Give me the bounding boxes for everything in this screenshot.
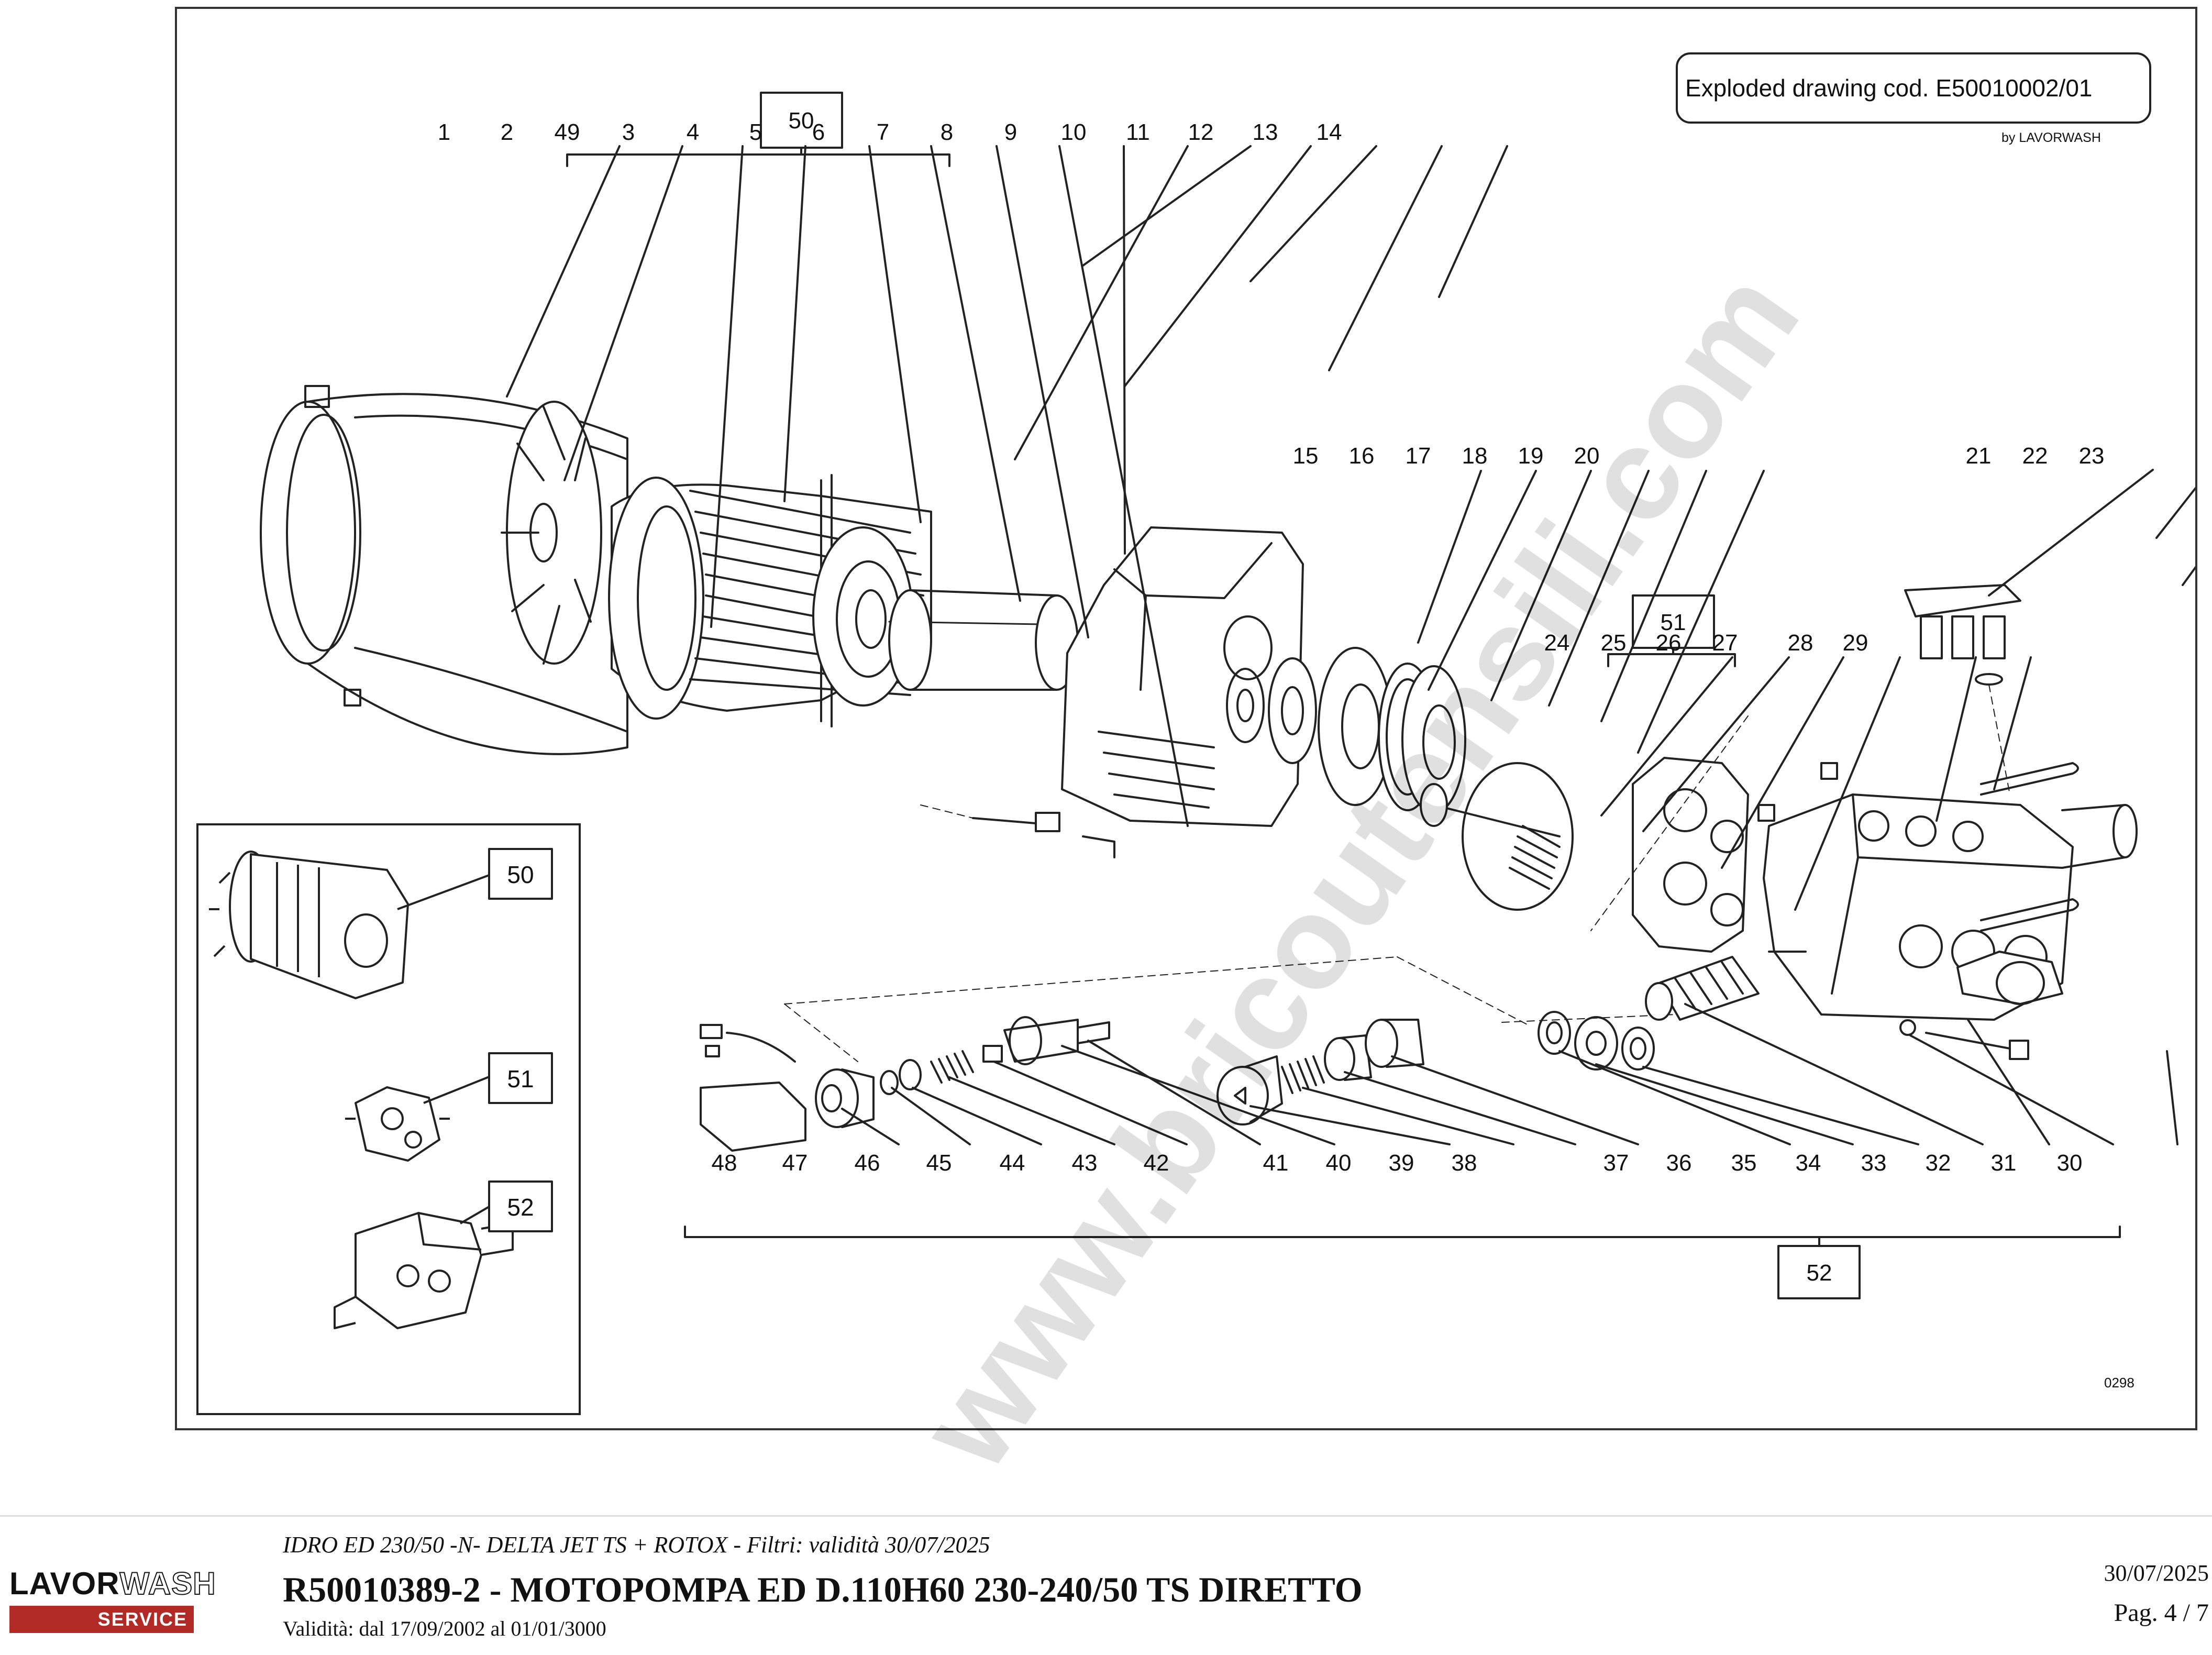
reference-code: 0298 [2104,1375,2134,1391]
part-label-47: 47 [782,1150,808,1176]
document-subtitle: IDRO ED 230/50 -N- DELTA JET TS + ROTOX … [283,1532,990,1558]
part-label-37: 37 [1603,1150,1629,1176]
part-label-25: 25 [1601,630,1627,656]
part-label-4: 4 [687,119,699,145]
part-label-9: 9 [1004,119,1017,145]
part-label-15: 15 [1293,443,1319,469]
part-label-14: 14 [1317,119,1342,145]
by-brand-label: by LAVORWASH [2001,130,2101,145]
part-label-16: 16 [1349,443,1375,469]
part-label-23: 23 [2079,443,2105,469]
part-label-11: 11 [1126,119,1150,145]
part-label-19: 19 [1518,443,1544,469]
part-label-13: 13 [1253,119,1278,145]
part-label-6: 6 [812,119,825,145]
part-label-24: 24 [1544,630,1570,656]
inset-label-50: 50 [507,861,534,888]
inset-label-52: 52 [507,1194,534,1221]
document-date: 30/07/2025 [2104,1560,2209,1586]
part-label-3: 3 [622,119,635,145]
part-label-30: 30 [2057,1150,2083,1176]
part-label-7: 7 [877,119,889,145]
assembly-inset: 50 51 52 [196,823,581,1415]
footer-divider [0,1515,2212,1517]
part-label-32: 32 [1926,1150,1951,1176]
group-label-51: 51 [1661,610,1686,635]
part-label-28: 28 [1788,630,1813,656]
logo-text-lavor: LAVOR [9,1566,120,1601]
part-label-21: 21 [1966,443,1992,469]
part-label-41: 41 [1263,1150,1289,1176]
part-label-29: 29 [1843,630,1868,656]
document-title: R50010389-2 - MOTOPOMPA ED D.110H60 230-… [283,1570,1363,1609]
part-label-17: 17 [1406,443,1431,469]
part-label-38: 38 [1452,1150,1477,1176]
logo-service-bar: SERVICE [9,1606,194,1633]
exploded-drawing: 1 2 49 3 4 5 6 7 8 9 10 11 12 13 14 15 1… [260,92,2195,1299]
part-label-39: 39 [1389,1150,1414,1176]
part-label-18: 18 [1462,443,1488,469]
part-label-20: 20 [1574,443,1600,469]
part-label-33: 33 [1861,1150,1887,1176]
part-label-34: 34 [1796,1150,1821,1176]
group-label-50: 50 [789,108,814,134]
part-label-48: 48 [712,1150,737,1176]
part-label-42: 42 [1144,1150,1169,1176]
part-label-36: 36 [1666,1150,1692,1176]
part-label-8: 8 [941,119,953,145]
inset-drawing: 50 51 52 [209,848,553,1329]
part-label-1: 1 [438,119,450,145]
drawing-code-label: Exploded drawing cod. E50010002/01 [1676,52,2151,124]
part-label-26: 26 [1656,630,1682,656]
page-number: Pag. 4 / 7 [2114,1599,2209,1627]
logo-text-wash: WASH [119,1565,216,1602]
part-label-46: 46 [855,1150,880,1176]
part-label-44: 44 [1000,1150,1025,1176]
inset-label-51: 51 [507,1065,534,1093]
part-label-22: 22 [2022,443,2048,469]
part-label-12: 12 [1188,119,1214,145]
group-label-52: 52 [1807,1260,1832,1286]
part-label-10: 10 [1061,119,1087,145]
drawing-frame: 1 2 49 3 4 5 6 7 8 9 10 11 12 13 14 15 1… [175,7,2197,1494]
part-label-35: 35 [1731,1150,1757,1176]
validity-range: Validità: dal 17/09/2002 al 01/01/3000 [283,1617,606,1640]
part-label-5: 5 [749,119,762,145]
part-label-43: 43 [1072,1150,1098,1176]
part-label-45: 45 [926,1150,952,1176]
part-label-27: 27 [1712,630,1738,656]
part-label-40: 40 [1326,1150,1352,1176]
part-label-49: 49 [555,119,580,145]
part-label-31: 31 [1991,1150,2017,1176]
part-label-2: 2 [501,119,513,145]
